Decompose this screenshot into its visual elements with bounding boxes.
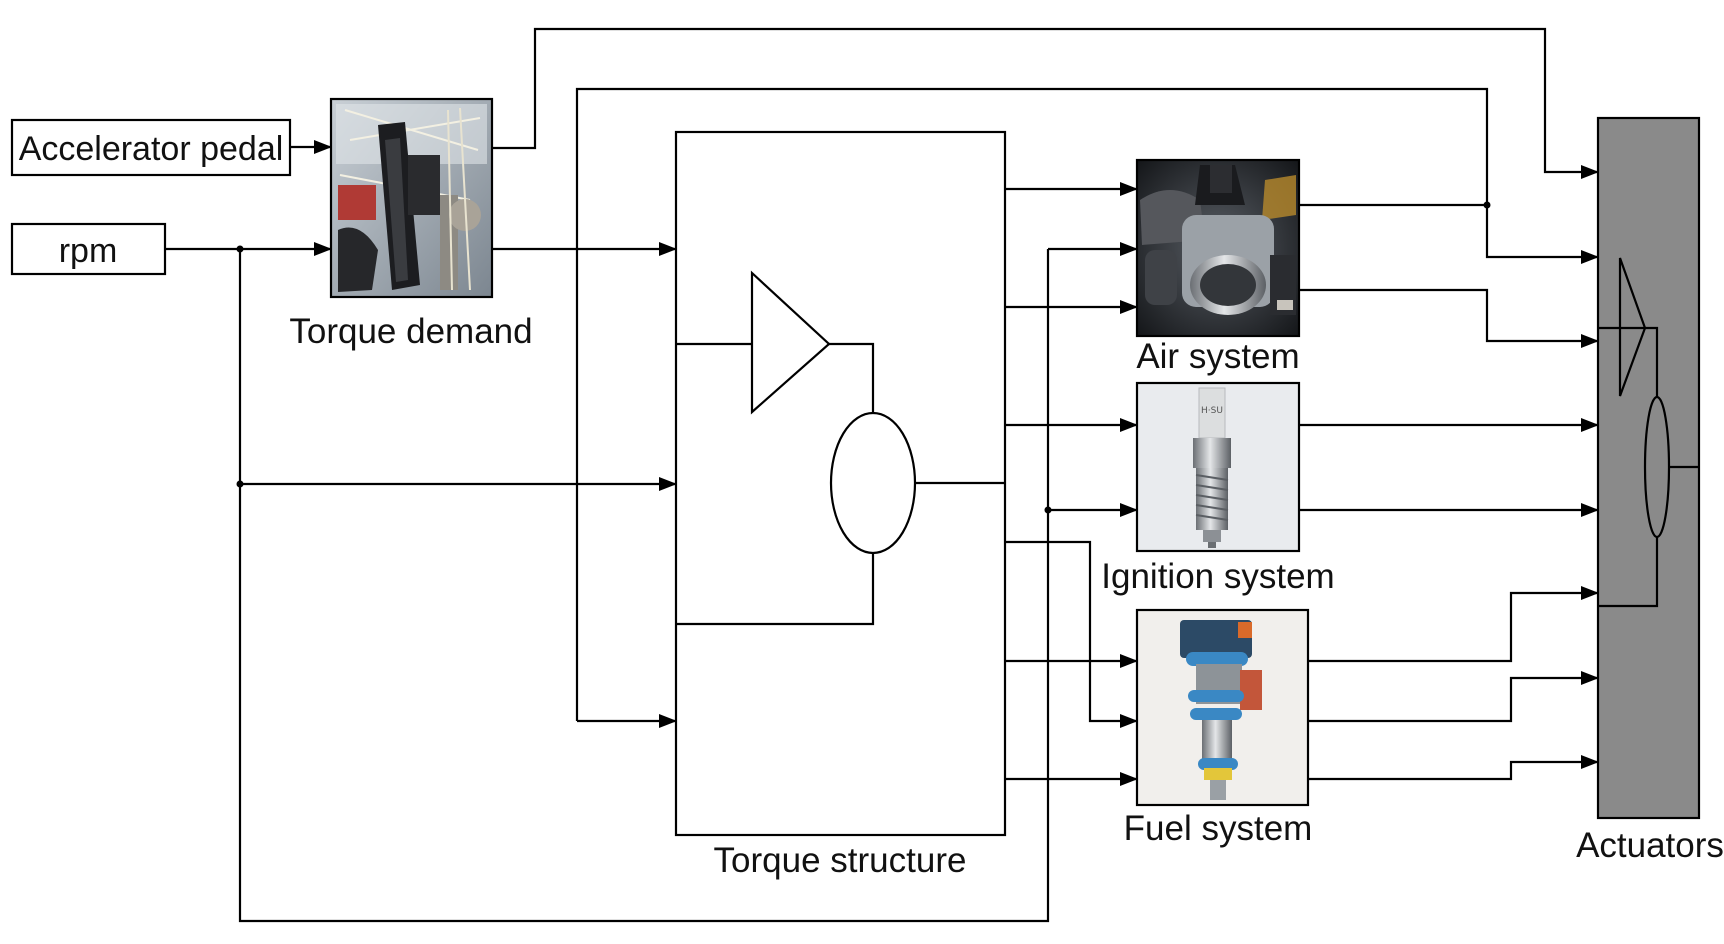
svg-text:H·SU: H·SU — [1201, 406, 1223, 416]
torque-structure-label: Torque structure — [714, 841, 967, 880]
ignition-system-block: H·SU Ignition system — [1101, 381, 1335, 596]
torque-demand-label: Torque demand — [289, 312, 532, 351]
ignition-system-label: Ignition system — [1101, 557, 1334, 596]
air-system-label: Air system — [1136, 337, 1299, 376]
torque-demand-block: Torque demand — [289, 97, 533, 351]
actuators-label: Actuators — [1576, 826, 1724, 865]
fuel-system-label: Fuel system — [1124, 809, 1313, 848]
accelerator-pedal-label: Accelerator pedal — [19, 130, 284, 168]
throttle-body-image — [1140, 165, 1296, 315]
rpm-label: rpm — [59, 232, 118, 270]
air-system-block: Air system — [1135, 158, 1301, 376]
sum-ellipse-icon — [829, 411, 917, 555]
gain-triangle-icon — [750, 270, 831, 415]
rpm-input: rpm — [10, 222, 167, 276]
fuel-system-block: Fuel system — [1124, 608, 1313, 848]
pedal-image — [336, 104, 487, 292]
signal-wires — [165, 27, 1599, 923]
torque-structure-block: Torque structure — [674, 130, 1007, 880]
spark-plug-image: H·SU — [1193, 387, 1231, 548]
actuators-block: Actuators — [1576, 116, 1724, 865]
fuel-injector-image — [1180, 620, 1262, 800]
accelerator-pedal-input: Accelerator pedal — [10, 118, 292, 177]
